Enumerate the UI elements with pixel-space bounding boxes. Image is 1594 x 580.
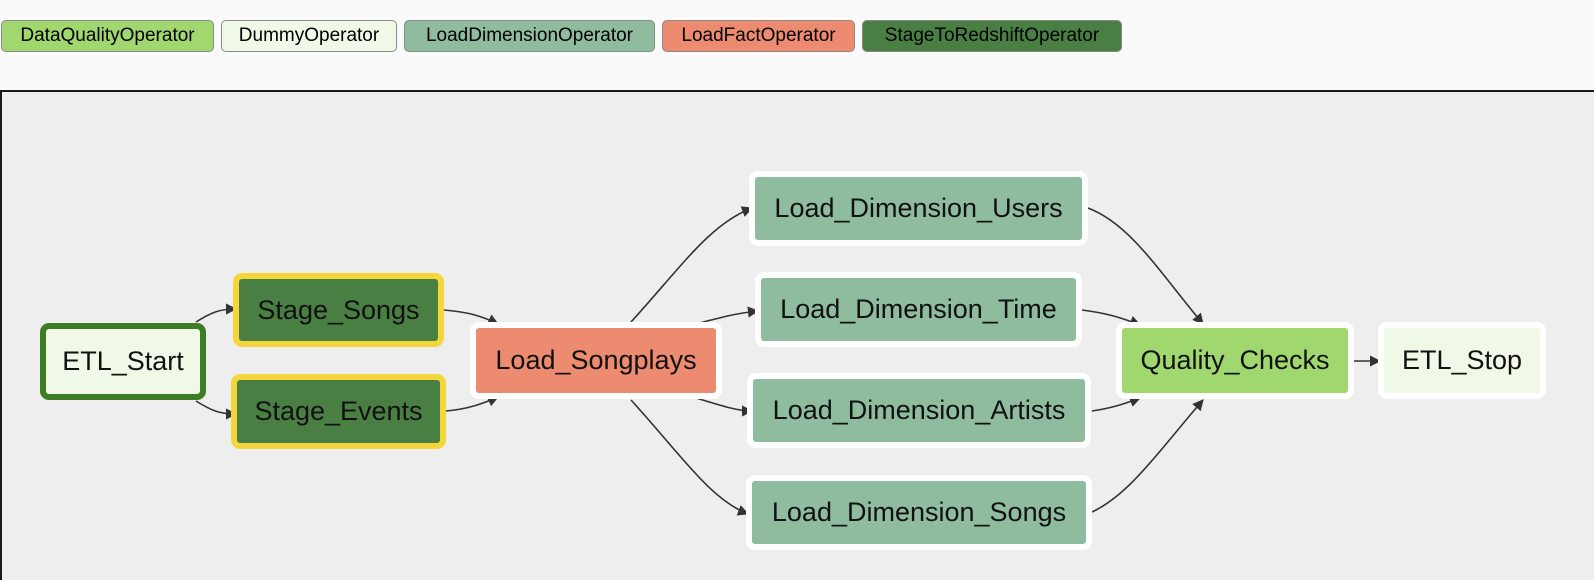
task-label: ETL_Start — [62, 346, 184, 376]
task-label: Load_Dimension_Artists — [772, 395, 1066, 425]
legend-data-quality-operator[interactable]: DataQualityOperator — [1, 20, 214, 52]
edge-etl-start-stage-events — [195, 400, 238, 420]
task-label: Stage_Events — [254, 396, 423, 426]
task-node-load-songplays[interactable]: Load_Songplays — [470, 322, 722, 399]
edge-load-dimension-artists-quality-checks — [1091, 396, 1142, 412]
task-label: Load_Dimension_Time — [780, 294, 1057, 324]
edge-load-dimension-users-quality-checks — [1087, 207, 1204, 325]
task-node-stage-songs[interactable]: Stage_Songs — [233, 273, 444, 347]
task-node-etl-stop[interactable]: ETL_Stop — [1378, 322, 1546, 399]
edge-load-songplays-load-dimension-artists — [695, 397, 754, 417]
task-label: Load_Dimension_Users — [774, 193, 1063, 223]
task-label: Load_Dimension_Songs — [771, 497, 1067, 527]
task-node-etl-start[interactable]: ETL_Start — [40, 323, 206, 400]
legend-dummy-operator[interactable]: DummyOperator — [221, 20, 397, 52]
task-node-load-dimension-songs[interactable]: Load_Dimension_Songs — [746, 475, 1092, 550]
task-node-quality-checks[interactable]: Quality_Checks — [1116, 322, 1354, 399]
task-label: Quality_Checks — [1140, 345, 1330, 375]
edge-etl-start-stage-songs — [195, 303, 238, 323]
task-node-load-dimension-users[interactable]: Load_Dimension_Users — [749, 171, 1088, 246]
edge-stage-events-load-songplays — [445, 395, 500, 412]
legend-stage-to-redshift-operator[interactable]: StageToRedshiftOperator — [862, 20, 1122, 52]
operator-legend: DataQualityOperator DummyOperator LoadDi… — [0, 0, 1594, 90]
task-label: ETL_Stop — [1401, 345, 1523, 375]
legend-load-fact-operator[interactable]: LoadFactOperator — [662, 20, 855, 52]
edge-load-songplays-load-dimension-users — [630, 206, 754, 323]
edge-load-dimension-songs-quality-checks — [1091, 399, 1204, 513]
legend-load-dimension-operator[interactable]: LoadDimensionOperator — [404, 20, 655, 52]
edge-load-songplays-load-dimension-songs — [630, 399, 750, 516]
task-label: Load_Songplays — [495, 345, 697, 375]
task-node-stage-events[interactable]: Stage_Events — [231, 374, 446, 449]
task-label: Stage_Songs — [257, 294, 420, 325]
task-node-load-dimension-time[interactable]: Load_Dimension_Time — [755, 272, 1082, 347]
task-node-load-dimension-artists[interactable]: Load_Dimension_Artists — [747, 373, 1091, 448]
